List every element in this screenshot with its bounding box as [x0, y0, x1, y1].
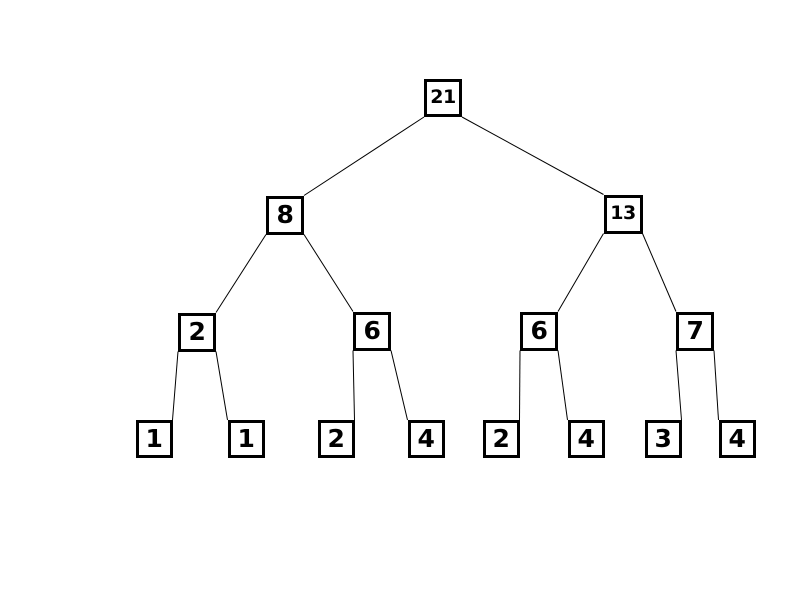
tree-edge [557, 350, 568, 421]
tree-node-value: 1 [145, 423, 163, 453]
tree-edge [390, 350, 408, 421]
tree-edge [303, 234, 354, 312]
tree-node[interactable]: 2 [317, 420, 355, 458]
tree-node-value: 3 [654, 423, 672, 453]
tree-node-value: 6 [363, 315, 381, 345]
tree-node-value: 13 [610, 201, 636, 224]
tree-edge [675, 350, 682, 421]
tree-node[interactable]: 2 [178, 312, 216, 352]
tree-node[interactable]: 1 [227, 420, 265, 458]
tree-edge [642, 233, 677, 312]
tree-node[interactable]: 7 [676, 311, 714, 351]
tree-node[interactable]: 4 [718, 420, 756, 458]
tree-node-value: 4 [417, 423, 435, 453]
tree-node[interactable]: 8 [266, 195, 304, 235]
tree-node[interactable]: 4 [407, 420, 445, 458]
tree-node-value: 7 [686, 315, 704, 345]
tree-node[interactable]: 4 [567, 420, 605, 458]
tree-edge [303, 116, 425, 196]
tree-node-value: 4 [728, 423, 746, 453]
tree-node[interactable]: 6 [520, 311, 558, 351]
tree-node-value: 1 [237, 423, 255, 453]
tree-node[interactable]: 6 [353, 311, 391, 351]
tree-edge [172, 351, 179, 421]
tree-edge [713, 350, 719, 421]
tree-edge [215, 234, 267, 313]
tree-node[interactable]: 3 [644, 420, 682, 458]
tree-node-value: 6 [530, 315, 548, 345]
tree-edge [352, 350, 355, 421]
tree-edge [557, 233, 604, 312]
tree-edge [215, 351, 228, 421]
tree-node-value: 2 [492, 423, 510, 453]
tree-node[interactable]: 1 [135, 420, 173, 458]
tree-node-value: 4 [577, 423, 595, 453]
tree-node-value: 21 [430, 85, 456, 108]
tree-node-value: 2 [188, 316, 206, 346]
tree-node-value: 8 [276, 199, 294, 229]
tree-node[interactable]: 21 [424, 79, 462, 117]
tree-edge [519, 350, 521, 421]
tree-node[interactable]: 13 [603, 194, 643, 234]
tree-node-value: 2 [327, 423, 345, 453]
tree-edge [461, 116, 604, 195]
tree-node[interactable]: 2 [482, 420, 520, 458]
